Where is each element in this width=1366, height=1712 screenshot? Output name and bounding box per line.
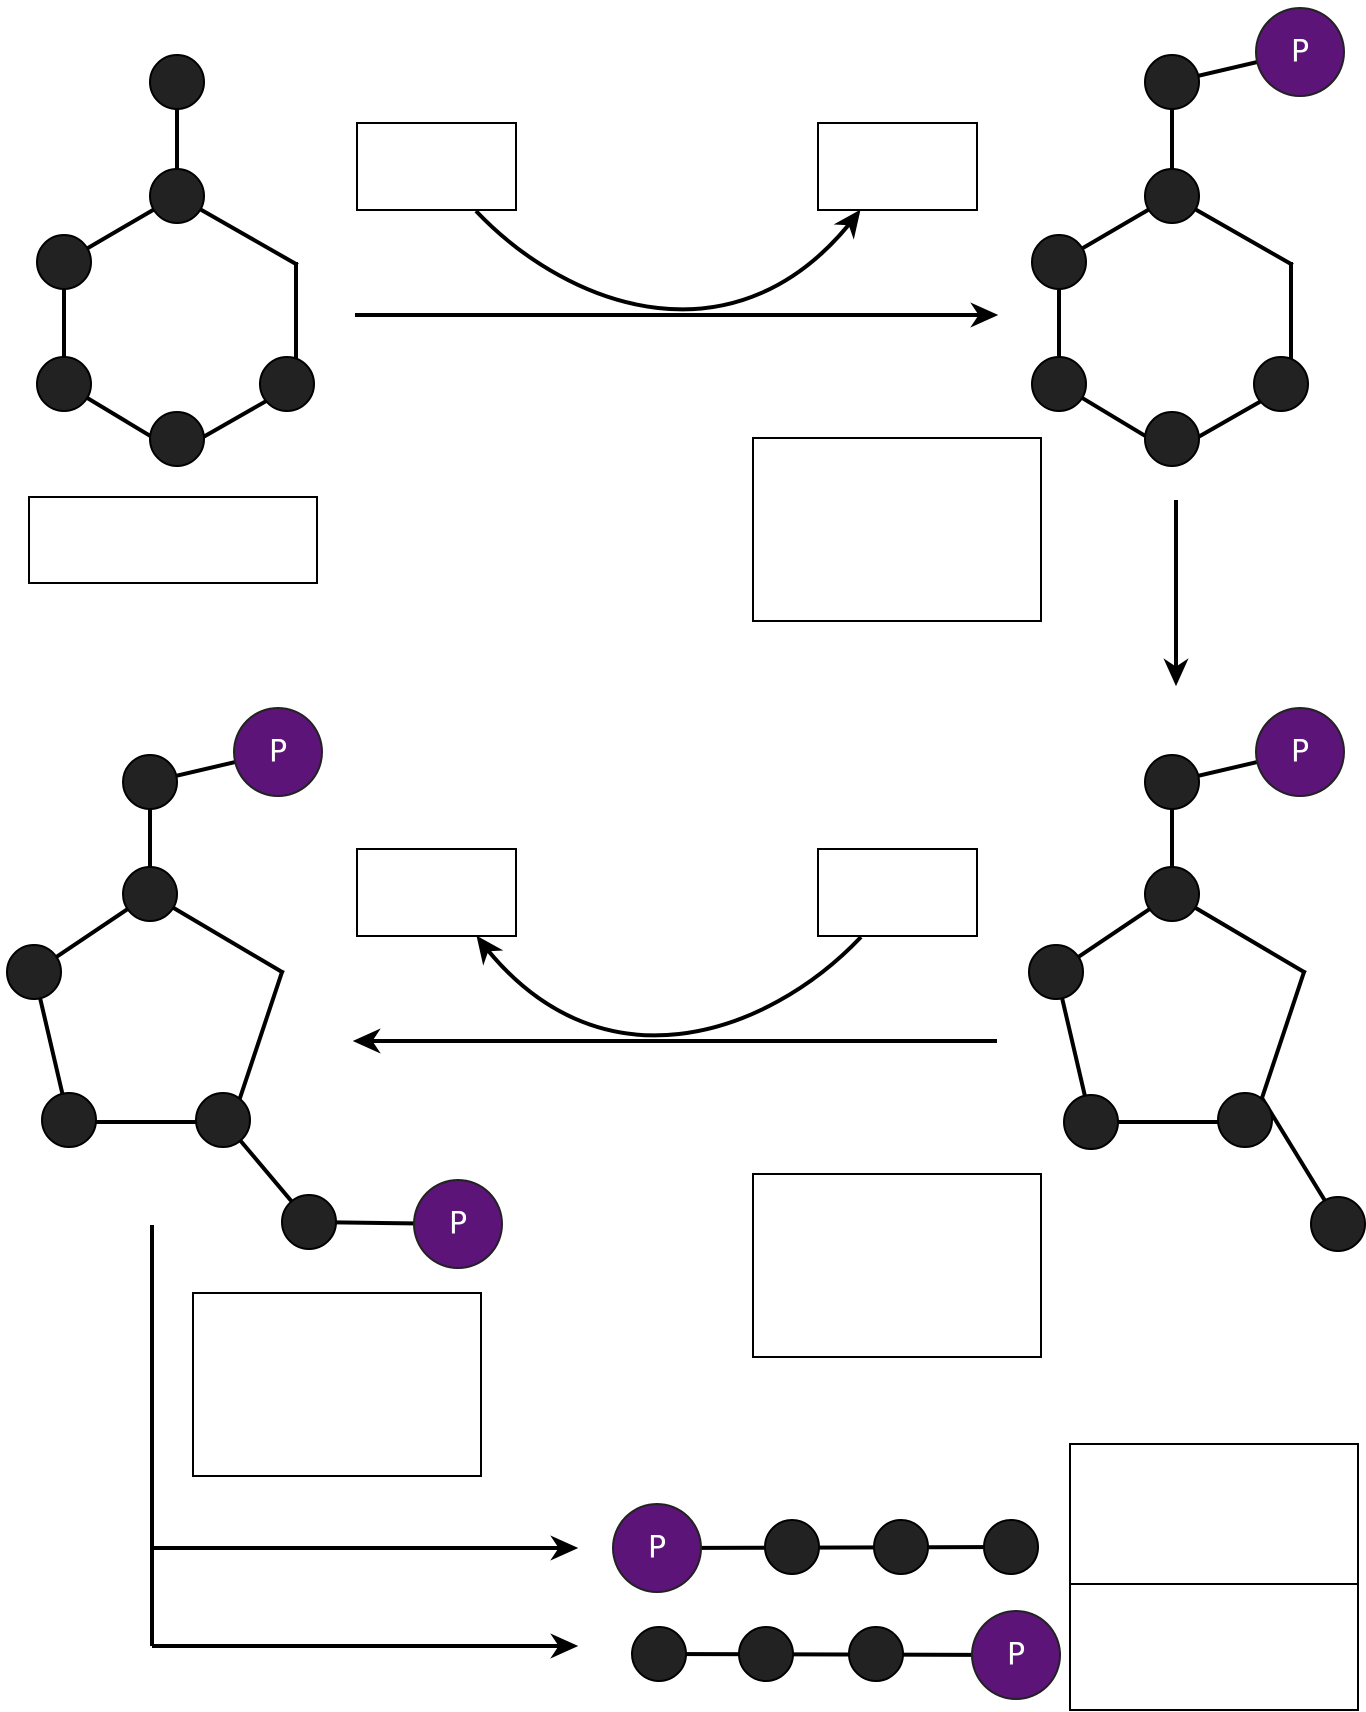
label-box[interactable] [817,122,978,211]
carbon-atom [1144,866,1200,922]
fructose-6-phosphate-molecule: P [1028,707,1366,1252]
label-box[interactable] [1069,1583,1359,1711]
carbon-atom [122,754,178,810]
label-box[interactable] [356,122,517,211]
phosphate-label: P [648,1531,666,1566]
carbon-atom [873,1519,929,1575]
fructose-1-6-bisphosphate-molecule: P P [6,707,503,1269]
phosphate-label: P [269,735,287,770]
bond [654,1544,1014,1551]
label-box[interactable] [1069,1443,1359,1585]
phosphate-label: P [449,1207,467,1242]
phosphate-circle [1255,707,1345,797]
bond [656,1651,1019,1658]
phosphate-group: P [413,1179,503,1269]
phosphate-circle [233,707,323,797]
carbon-atom [36,356,92,412]
phosphate-circle [1255,7,1345,97]
carbon-atom [41,1092,97,1148]
phosphate-group: P [612,1503,702,1593]
label-box[interactable] [752,1173,1042,1358]
carbon-atom [1144,754,1200,810]
carbon-atom [1031,356,1087,412]
carbon-atom [1310,1196,1366,1252]
bond [237,969,285,1101]
carbon-atom [1144,411,1200,467]
carbon-atom [1028,944,1084,1000]
carbon-atom [149,54,205,110]
carbon-atom [738,1626,794,1682]
phosphate-group: P [1255,707,1345,797]
carbon-atom [149,168,205,224]
phosphate-circle [612,1503,702,1593]
carbon-atom [36,234,92,290]
phosphate-label: P [1291,735,1309,770]
carbon-atom [1031,234,1087,290]
three-carbon-phosphate-chain-2: P [631,1610,1061,1700]
split-arrow [150,1225,579,1659]
label-box[interactable] [192,1292,482,1477]
carbon-atom [631,1626,687,1682]
carbon-atom [1144,168,1200,224]
carbon-atom [764,1519,820,1575]
carbon-atom [983,1519,1039,1575]
phosphate-label: P [1291,35,1309,70]
carbon-atom [149,411,205,467]
carbon-atom [195,1092,251,1148]
cofactor-curve-arrow-step-3 [476,935,863,1038]
cofactor-curve-arrow-step-1 [474,209,861,312]
three-carbon-phosphate-chain-1: P [612,1503,1039,1593]
label-box[interactable] [817,848,978,937]
carbon-atom [1144,54,1200,110]
label-box[interactable] [356,848,517,937]
carbon-atom [1253,356,1309,412]
carbon-atom [122,866,178,922]
carbon-atom [848,1626,904,1682]
carbon-atom [6,944,62,1000]
carbon-atom [259,356,315,412]
label-box[interactable] [28,496,318,584]
phosphate-group: P [971,1610,1061,1700]
phosphate-label: P [1007,1638,1025,1673]
glucose-molecule [36,54,315,467]
glucose-6-phosphate-molecule: P [1031,7,1345,467]
carbon-atom [281,1194,337,1250]
phosphate-circle [971,1610,1061,1700]
phosphate-circle [413,1179,503,1269]
carbon-atom [1217,1092,1273,1148]
phosphate-group: P [1255,7,1345,97]
carbon-atom [1063,1094,1119,1150]
phosphate-group: P [233,707,323,797]
label-box[interactable] [752,437,1042,622]
bond [1259,969,1307,1101]
